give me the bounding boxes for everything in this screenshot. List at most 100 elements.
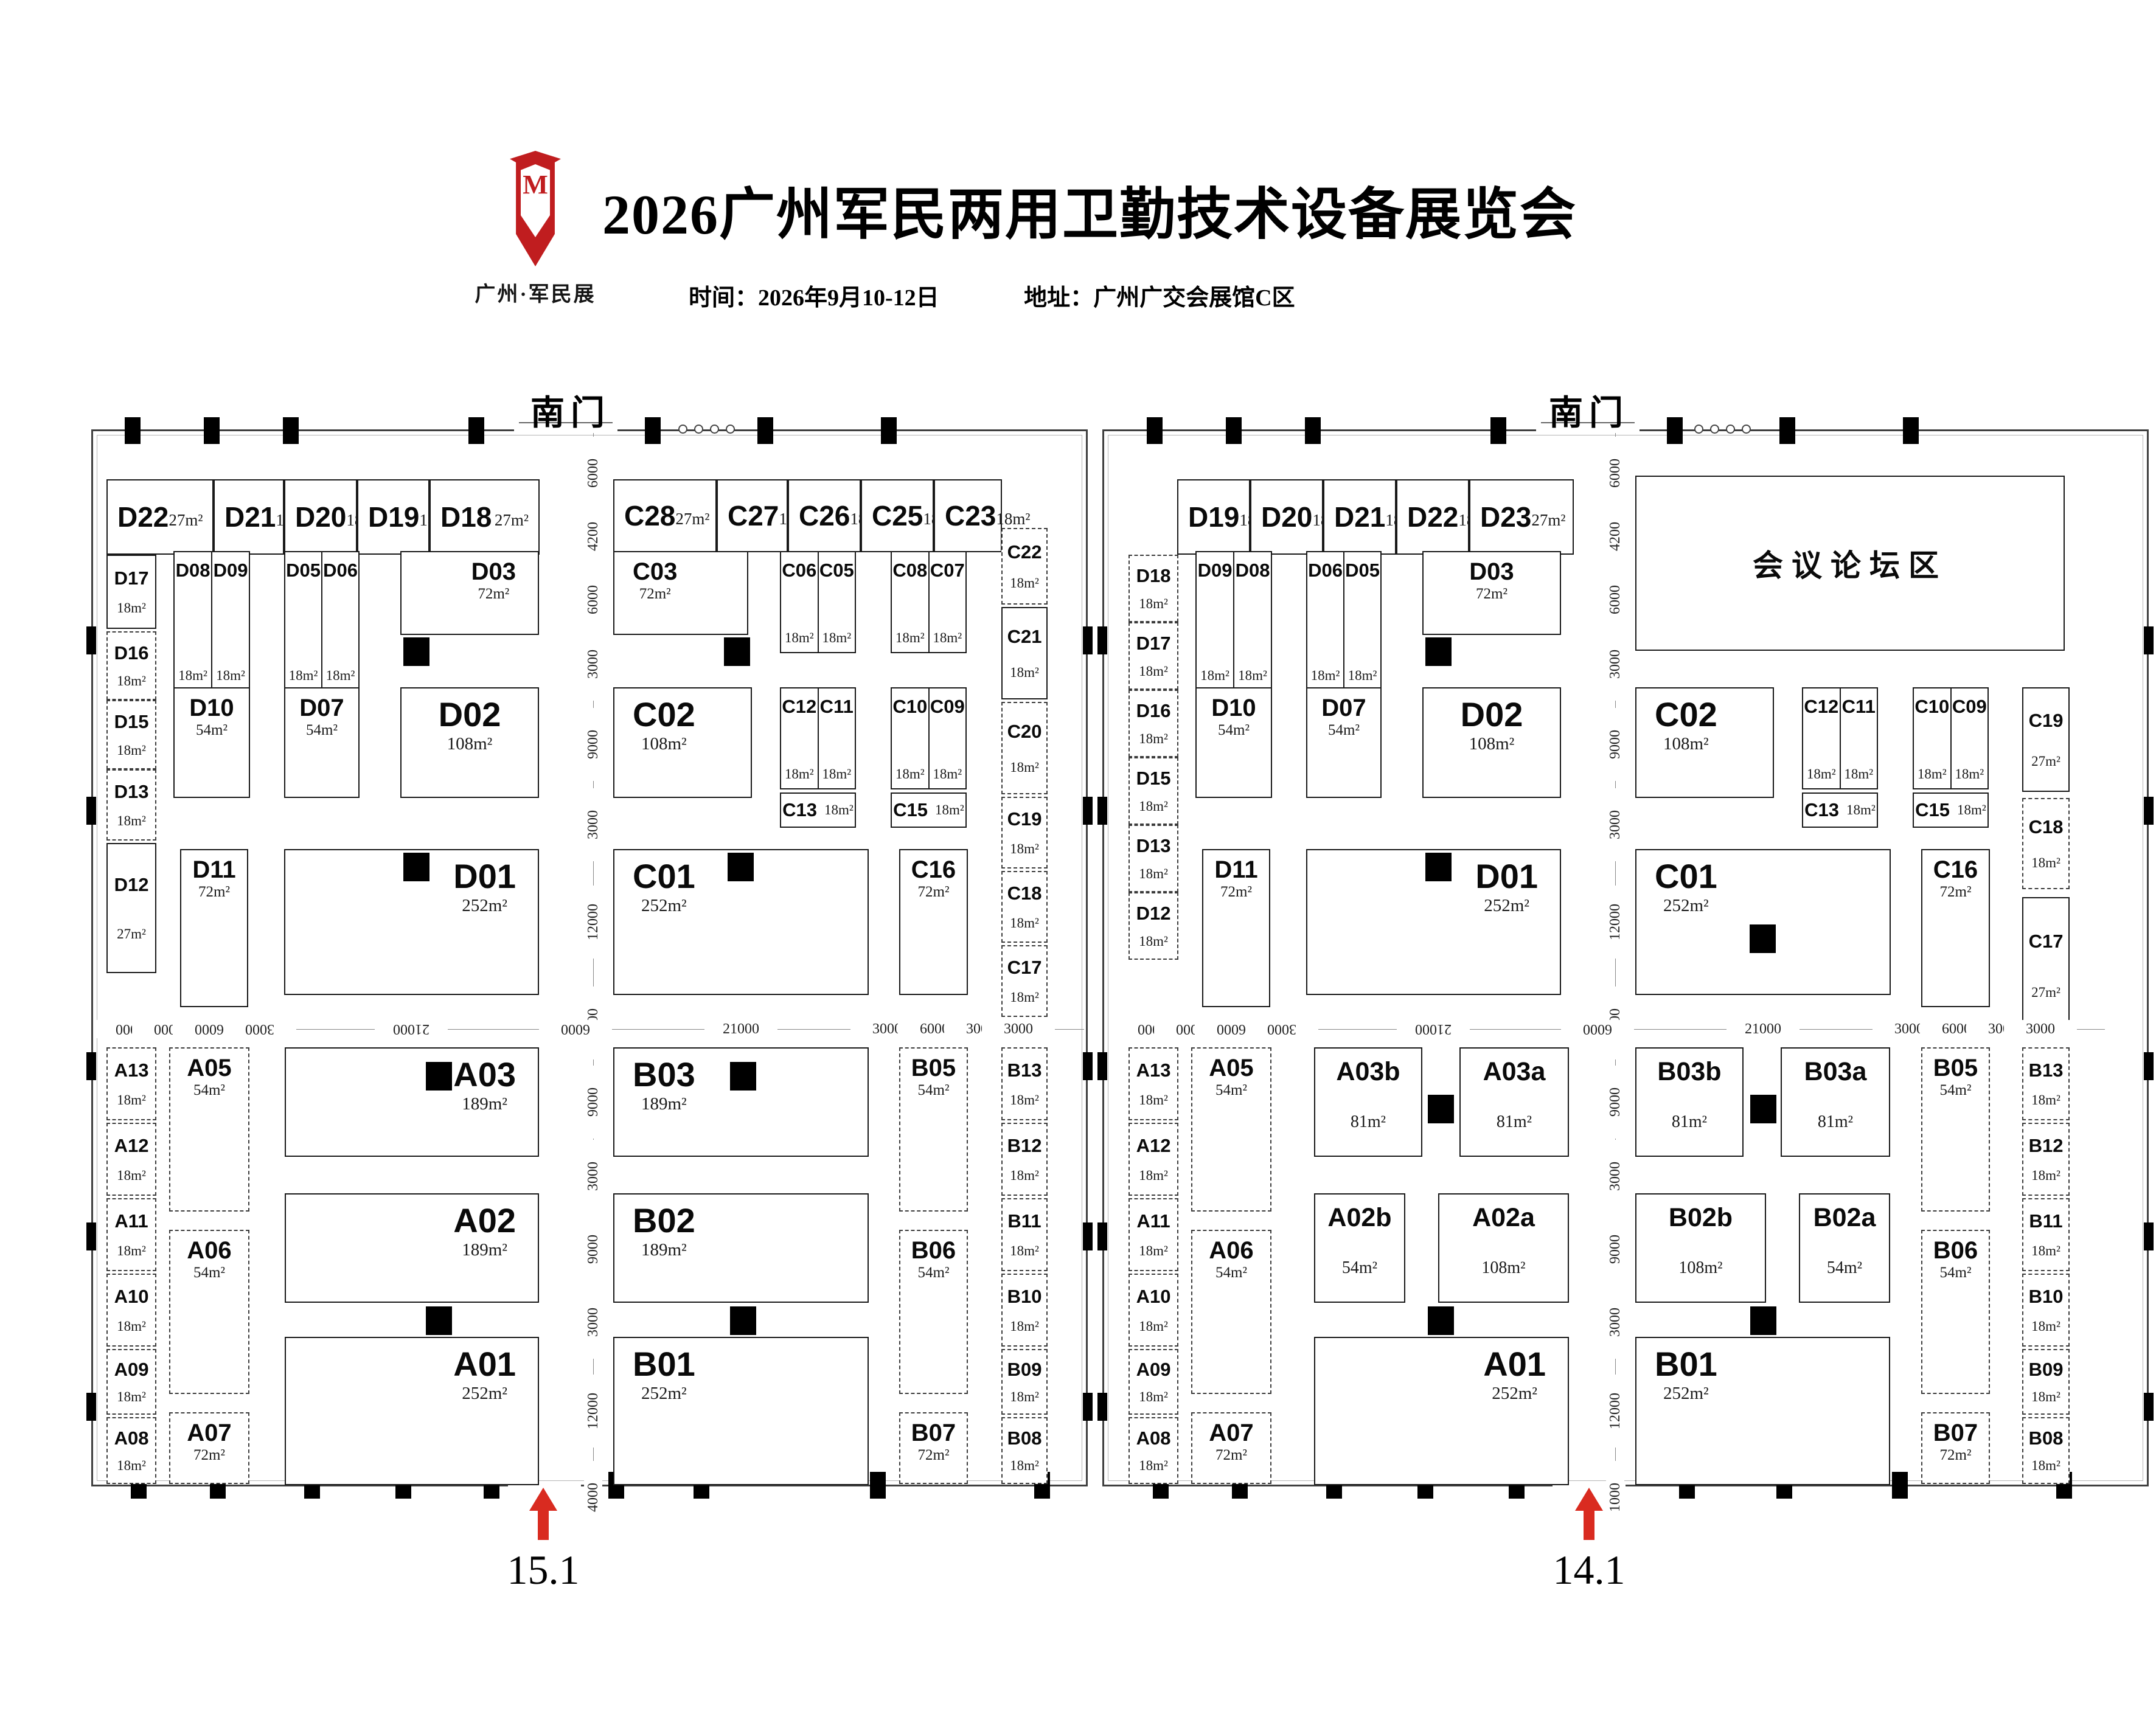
booth-area: 18m² bbox=[1010, 1243, 1039, 1258]
booth-area: 18m² bbox=[1010, 1092, 1039, 1108]
booth-area: 81m² bbox=[1350, 1112, 1386, 1131]
booth-D21: D2118m² bbox=[214, 479, 310, 555]
booth-code: C17 bbox=[2028, 931, 2064, 952]
booth-code: A05 bbox=[187, 1055, 232, 1081]
booth-cell-D05: D05 18m² bbox=[1343, 552, 1380, 690]
pillar-marker bbox=[728, 853, 754, 881]
booth-area: 81m² bbox=[1817, 1112, 1854, 1131]
booth-area: 189m² bbox=[462, 1240, 508, 1260]
booth-area: 18m² bbox=[1139, 799, 1168, 814]
booth-D22: D2218m² bbox=[1396, 479, 1493, 555]
booth-area: 18m² bbox=[1139, 1458, 1168, 1474]
booth-code: A11 bbox=[114, 1210, 148, 1232]
booth-code: B11 bbox=[1007, 1210, 1041, 1232]
wall-column bbox=[125, 417, 141, 444]
event-info: 时间：2026年9月10-12日 地址：广州广交会展馆C区 bbox=[689, 279, 1295, 312]
wall-column bbox=[1097, 1052, 1107, 1080]
page-title: 2026广州军民两用卫勤技术设备展览会 bbox=[602, 184, 1577, 246]
wall-column bbox=[1083, 1222, 1093, 1250]
booth-code: D07 bbox=[299, 695, 344, 721]
wall-column bbox=[2144, 1393, 2154, 1421]
booth-D21: D2118m² bbox=[1323, 479, 1420, 555]
booth-area: 18m² bbox=[1139, 596, 1168, 611]
booth-area: 18m² bbox=[117, 600, 146, 616]
booth-area: 18m² bbox=[1846, 802, 1876, 817]
booth-area: 72m² bbox=[917, 1447, 950, 1463]
booth-area: 72m² bbox=[478, 586, 510, 602]
booth-area: 252m² bbox=[1492, 1384, 1538, 1403]
booth-code: D17 bbox=[1136, 633, 1171, 654]
booth-area: 18m² bbox=[935, 802, 964, 817]
booth-code: C01 bbox=[633, 857, 695, 895]
booth-code: B07 bbox=[911, 1420, 956, 1446]
dimension-value: 21000 bbox=[375, 1020, 448, 1038]
booth-code: D22 bbox=[1407, 501, 1459, 533]
wall-column bbox=[1083, 626, 1093, 654]
booth-code: B01 bbox=[1655, 1345, 1717, 1383]
booth-code: B10 bbox=[2028, 1286, 2064, 1307]
booth-code: C19 bbox=[2028, 710, 2064, 732]
booth-area: 108m² bbox=[1469, 734, 1515, 754]
booth-code: A13 bbox=[114, 1059, 149, 1081]
booth-D19: D1918m² bbox=[357, 479, 454, 555]
dimension-value: 3000 bbox=[1606, 628, 1624, 701]
booth-area: 18m² bbox=[117, 1319, 146, 1334]
pillar-marker bbox=[426, 1062, 452, 1091]
booth-area: 18m² bbox=[117, 673, 146, 689]
dimension-line-vertical bbox=[1615, 433, 1616, 1521]
booth-area: 18m² bbox=[1917, 766, 1947, 782]
booth-area: 189m² bbox=[641, 1240, 687, 1260]
wall-column bbox=[1305, 417, 1321, 444]
booth-code: C06 bbox=[782, 560, 817, 581]
booth-code: D05 bbox=[1345, 560, 1380, 581]
booth-area: 108m² bbox=[641, 734, 687, 754]
booth-area: 18m² bbox=[1348, 668, 1377, 683]
booth-area: 18m² bbox=[1957, 802, 1986, 817]
booth-area: 18m² bbox=[1806, 766, 1836, 782]
booth-code: D12 bbox=[1136, 903, 1171, 924]
pillar-marker bbox=[1428, 1306, 1454, 1335]
booth-code: A12 bbox=[1136, 1135, 1171, 1156]
wall-column bbox=[1097, 626, 1107, 654]
wall-column bbox=[1892, 1472, 1908, 1499]
wall-column bbox=[1097, 797, 1107, 825]
booth-code: B06 bbox=[1933, 1237, 1978, 1264]
booth-area: 18m² bbox=[822, 766, 852, 782]
booth-code: C16 bbox=[911, 856, 956, 883]
booth-area: 18m² bbox=[1010, 989, 1039, 1005]
logo-shield-icon: M bbox=[510, 151, 561, 266]
booth-code: C25 bbox=[872, 500, 923, 532]
booth-code: A10 bbox=[1136, 1286, 1171, 1307]
